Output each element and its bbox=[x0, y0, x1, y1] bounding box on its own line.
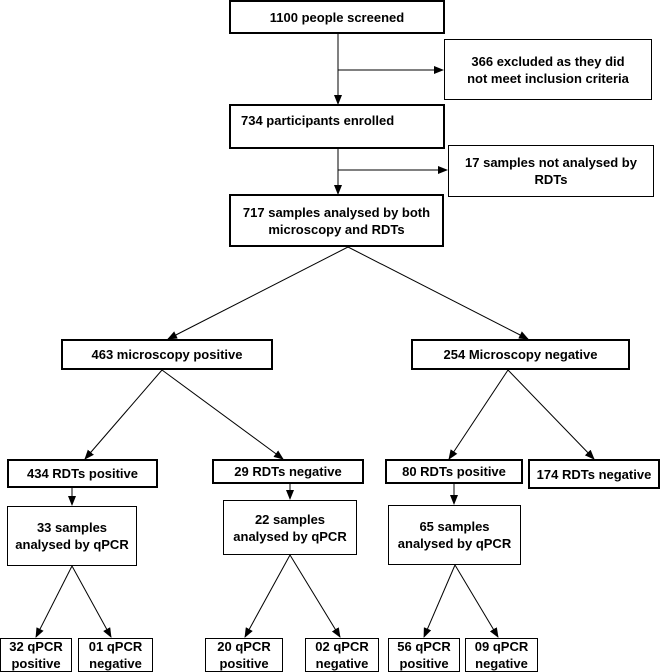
arrow-to-pos-56 bbox=[423, 564, 456, 638]
arrow-to-neg-09 bbox=[454, 564, 499, 638]
arrow-to-pos-20 bbox=[244, 554, 291, 638]
node-rdt-pos-b: 80 RDTs positive bbox=[385, 459, 523, 484]
node-not-analysed: 17 samples not analysed by RDTs bbox=[448, 145, 654, 197]
node-qpcr-22: 22 samples analysed by qPCR bbox=[223, 500, 357, 555]
node-excluded: 366 excluded as they did not meet inclus… bbox=[444, 39, 652, 100]
node-pos-56: 56 qPCR positive bbox=[388, 638, 460, 672]
arrow-to-micro-neg bbox=[347, 246, 529, 340]
arrow-to-neg-02 bbox=[289, 554, 341, 638]
node-screened: 1100 people screened bbox=[229, 0, 445, 34]
arrow-to-rdt-neg-a bbox=[161, 369, 284, 460]
arrow-to-rdt-pos-a bbox=[84, 369, 163, 460]
node-rdt-neg-b: 174 RDTs negative bbox=[528, 459, 660, 489]
node-qpcr-33: 33 samples analysed by qPCR bbox=[7, 506, 137, 566]
arrow-to-rdt-pos-b bbox=[448, 369, 509, 460]
node-pos-32: 32 qPCR positive bbox=[0, 638, 72, 672]
arrow-to-pos-32 bbox=[35, 565, 73, 638]
node-neg-01: 01 qPCR negative bbox=[78, 638, 153, 672]
node-enrolled: 734 participants enrolled bbox=[229, 104, 445, 149]
node-both-analysed: 717 samples analysed by both microscopy … bbox=[229, 194, 444, 247]
node-micro-pos: 463 microscopy positive bbox=[61, 339, 273, 370]
node-micro-neg: 254 Microscopy negative bbox=[411, 339, 630, 370]
node-pos-20: 20 qPCR positive bbox=[205, 638, 283, 672]
node-neg-09: 09 qPCR negative bbox=[465, 638, 538, 672]
node-qpcr-65: 65 samples analysed by qPCR bbox=[388, 505, 521, 565]
arrow-to-rdt-neg-b bbox=[507, 369, 595, 460]
arrow-to-neg-01 bbox=[71, 565, 112, 638]
node-rdt-pos-a: 434 RDTs positive bbox=[7, 459, 158, 488]
node-rdt-neg-a: 29 RDTs negative bbox=[212, 459, 364, 484]
arrow-to-micro-pos bbox=[167, 246, 349, 340]
node-neg-02: 02 qPCR negative bbox=[305, 638, 379, 672]
